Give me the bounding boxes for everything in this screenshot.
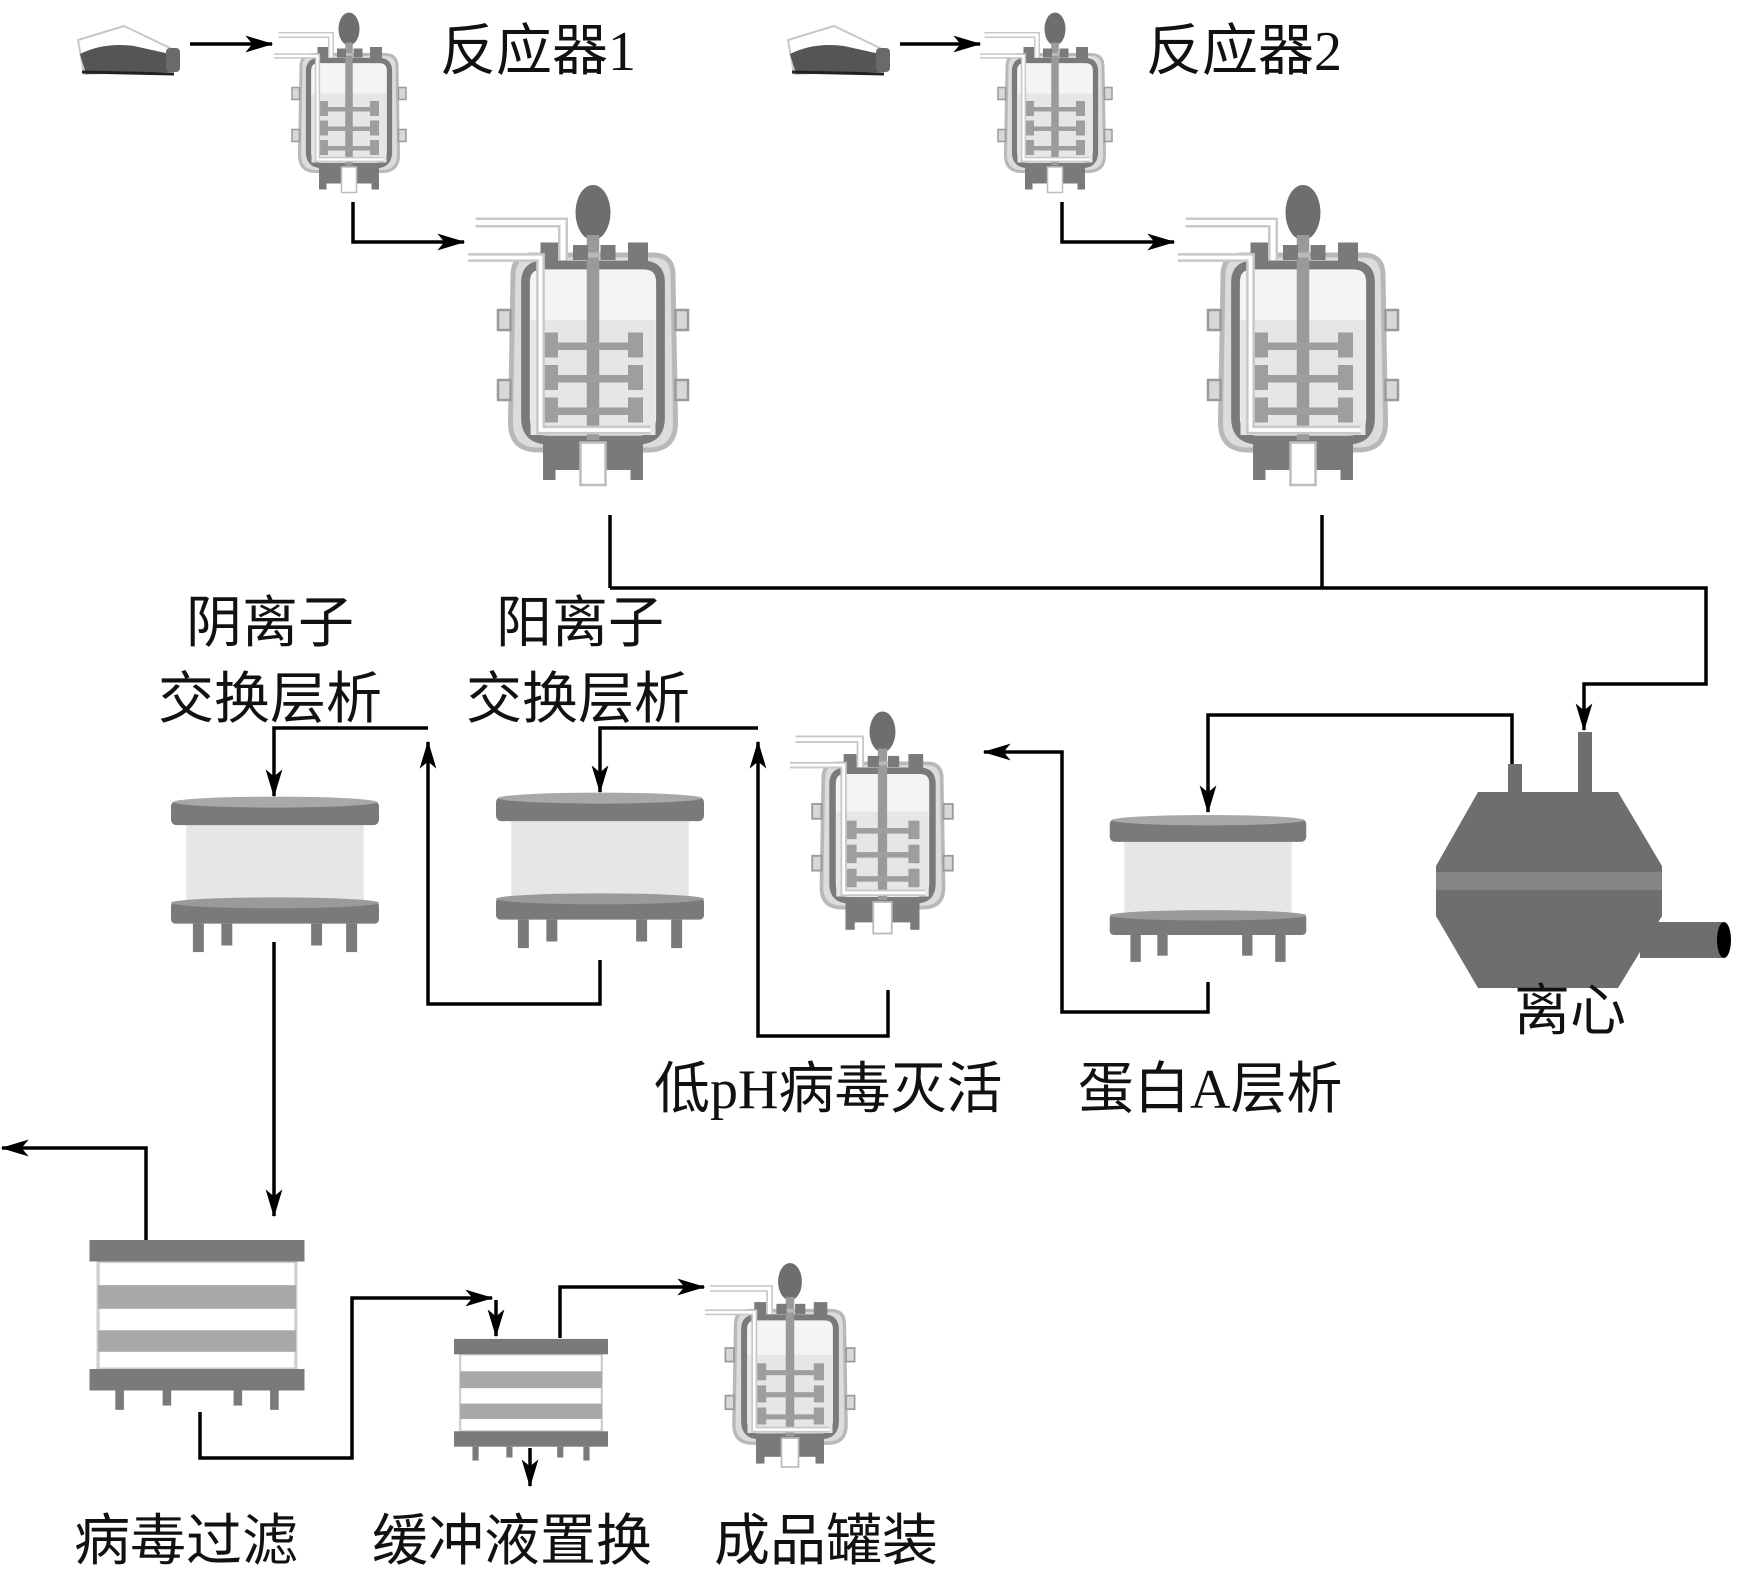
virus-filter xyxy=(87,1240,307,1412)
label-reactor1: 反应器1 xyxy=(440,21,636,83)
production-reactor-2 xyxy=(1178,185,1398,485)
label-reactor2: 反应器2 xyxy=(1146,21,1342,83)
label-buffer-exchange: 缓冲液置换 xyxy=(372,1511,652,1573)
flow-line-cation-top-in xyxy=(591,726,758,794)
flow-line-buffer-to-fill xyxy=(558,1278,706,1338)
seed-reactor-2 xyxy=(980,13,1112,193)
label-cation-line2: 交换层析 xyxy=(466,669,690,731)
production-reactor-1 xyxy=(468,185,688,485)
buffer-exchange-unit xyxy=(454,1338,608,1462)
seed-reactor-1 xyxy=(274,13,406,193)
low-ph-tank xyxy=(790,712,953,934)
label-centrifuge: 离心 xyxy=(1514,981,1626,1043)
label-protein-a: 蛋白A层析 xyxy=(1078,1059,1342,1121)
label-low-ph: 低pH病毒灭活 xyxy=(654,1059,1002,1121)
label-anion-line1: 阴离子 xyxy=(186,593,354,655)
culture-flask-icon xyxy=(76,24,182,76)
label-fill: 成品罐装 xyxy=(714,1511,938,1573)
flow-line-seed2-to-prod2 xyxy=(1060,202,1176,251)
flow-line-anion-top-in xyxy=(265,726,428,798)
cation-column xyxy=(496,792,704,949)
label-cation-line1: 阳离子 xyxy=(496,593,664,655)
protein-a-column xyxy=(1109,815,1307,962)
flow-line-seed1-to-prod1 xyxy=(351,202,466,251)
label-anion-line2: 交换层析 xyxy=(158,669,382,731)
flow-line-cation-to-anion xyxy=(419,740,602,1006)
flow-lines xyxy=(0,35,1708,1488)
flow-line-header-to-centrifuge xyxy=(610,586,1708,732)
flow-line-virusfilter-to-buffer xyxy=(198,1289,494,1460)
flow-line-centrifuge-to-proteinA xyxy=(1199,713,1514,814)
flow-line-virusfilter-waste xyxy=(0,1139,148,1240)
label-virus-filtration: 病毒过滤 xyxy=(74,1511,298,1573)
anion-column xyxy=(171,796,379,953)
flow-line-proteinA-to-lowph xyxy=(982,743,1210,1014)
flow-line-lowph-to-cation xyxy=(749,740,890,1038)
fill-tank xyxy=(705,1263,855,1467)
centrifuge-icon xyxy=(1436,732,1731,988)
culture-flask-icon xyxy=(786,24,892,76)
